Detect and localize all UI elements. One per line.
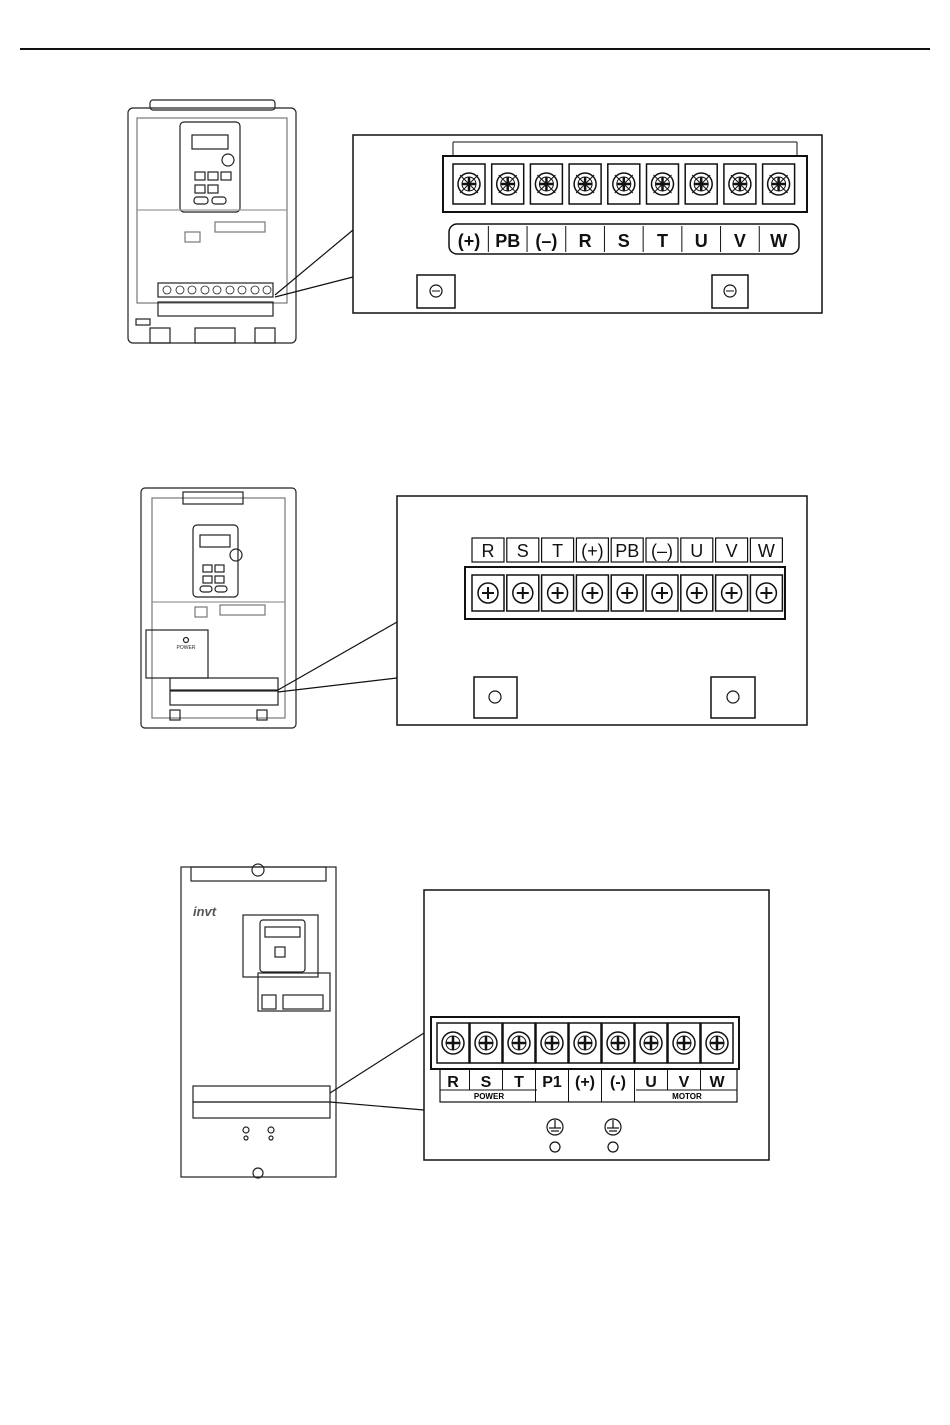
terminal-label-5: S (618, 231, 630, 251)
terminal-label-3: T (552, 541, 563, 561)
terminal-screw-3 (530, 164, 562, 204)
terminal-block-3 (431, 1017, 739, 1069)
terminal-label-3: (–) (535, 231, 557, 251)
terminal-label-7: U (695, 231, 708, 251)
terminal-label-4: R (579, 231, 592, 251)
terminal-label-9: W (758, 541, 775, 561)
terminal-screw-1 (453, 164, 485, 204)
terminal-screw-7 (681, 575, 713, 611)
terminal-screw-7 (685, 164, 717, 204)
device-power-label: POWER (177, 645, 196, 651)
terminal-screw-2 (507, 575, 539, 611)
terminal-label-3: T (514, 1074, 524, 1091)
terminal-label-2: S (481, 1074, 492, 1091)
ground-terminal-right (712, 275, 748, 308)
terminal-screw-9 (763, 164, 795, 204)
terminal-screw-3 (503, 1023, 535, 1063)
terminal-label-1: (+) (458, 231, 481, 251)
terminal-screw-3 (542, 575, 574, 611)
terminal-screw-1 (472, 575, 504, 611)
terminal-screw-9 (750, 575, 782, 611)
terminal-label-8: V (734, 231, 746, 251)
page-header-rule (20, 48, 930, 50)
diagram-1: (+) PB (–) R S T U V W (0, 90, 950, 360)
terminal-label-6: (-) (610, 1074, 626, 1091)
ground-terminal-right (711, 677, 755, 718)
ground-terminal-right (605, 1119, 621, 1152)
terminal-screw-8 (716, 575, 748, 611)
diagram-3: invt R S T P1 (+) (-) U V W POWER MOTOR (0, 855, 950, 1185)
terminal-label-4: P1 (542, 1074, 562, 1091)
terminal-label-8: V (679, 1074, 690, 1091)
terminal-label-8: V (726, 541, 738, 561)
terminal-label-9: W (770, 231, 787, 251)
terminal-label-7: U (690, 541, 703, 561)
terminal-screw-8 (724, 164, 756, 204)
terminal-screw-2 (492, 164, 524, 204)
terminal-label-1: R (447, 1074, 459, 1091)
terminal-screw-5 (611, 575, 643, 611)
leader-line-upper (330, 1033, 424, 1093)
terminal-screw-2 (470, 1023, 502, 1063)
drive-outline-2 (141, 488, 296, 728)
terminal-label-4: (+) (581, 541, 604, 561)
terminal-label-6: T (657, 231, 668, 251)
terminal-label-5: (+) (575, 1074, 595, 1091)
terminal-label-7: U (645, 1074, 657, 1091)
motor-group-label: MOTOR (672, 1092, 702, 1101)
brand-logo: invt (193, 904, 217, 919)
terminal-screw-4 (569, 164, 601, 204)
ground-terminal-left (417, 275, 455, 308)
terminal-labels-1: (+) PB (–) R S T U V W (449, 224, 799, 254)
drive-outline-1 (128, 100, 296, 343)
power-group-label: POWER (474, 1092, 504, 1101)
terminal-label-1: R (482, 541, 495, 561)
terminal-screw-6 (647, 164, 679, 204)
terminal-screw-8 (668, 1023, 700, 1063)
terminal-labels-3: R S T P1 (+) (-) U V W POWER MOTOR (440, 1069, 737, 1102)
terminal-label-6: (–) (651, 541, 673, 561)
terminal-screw-5 (569, 1023, 601, 1063)
terminal-screw-6 (602, 1023, 634, 1063)
terminal-screw-6 (646, 575, 678, 611)
terminal-label-2: S (517, 541, 529, 561)
terminal-screw-5 (608, 164, 640, 204)
terminal-screw-7 (635, 1023, 667, 1063)
terminal-screw-1 (437, 1023, 469, 1063)
terminal-block-1 (443, 142, 807, 212)
ground-terminal-left (474, 677, 517, 718)
leader-line-lower (330, 1102, 424, 1110)
terminal-label-2: PB (495, 231, 520, 251)
ground-terminal-left (547, 1119, 563, 1152)
terminal-label-5: PB (615, 541, 639, 561)
terminal-screw-4 (536, 1023, 568, 1063)
terminal-screw-9 (701, 1023, 733, 1063)
mini-terminal-strip-1 (163, 286, 271, 294)
terminal-screw-4 (576, 575, 608, 611)
terminal-block-2 (465, 567, 785, 619)
terminal-label-9: W (709, 1074, 725, 1091)
